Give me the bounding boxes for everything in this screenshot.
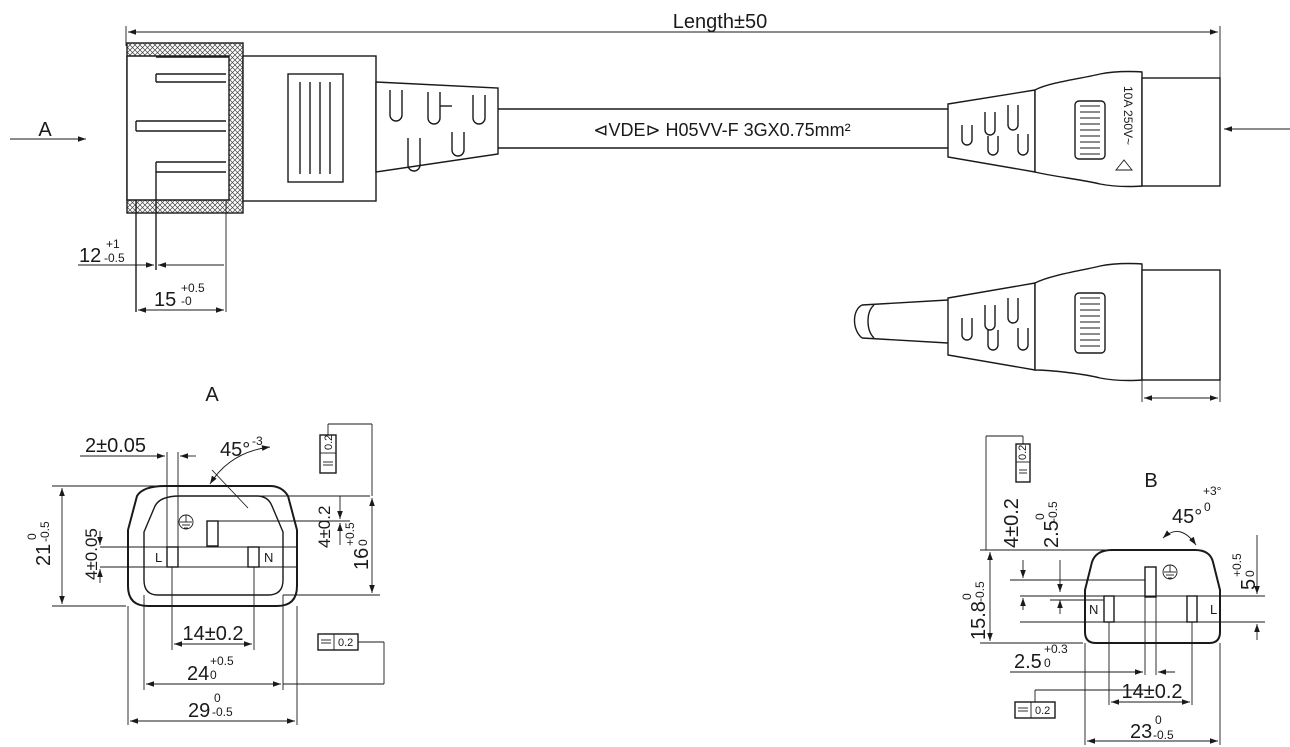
dim-15-base: 15 — [154, 289, 176, 311]
view-b: B N L 45° +3° 0 0.2 — [960, 435, 1265, 745]
view-b-earth4: 4±0.2 — [1001, 498, 1023, 548]
view-b-d5-sub: 0 — [1243, 570, 1257, 577]
view-b-tol1: 0.2 — [1017, 445, 1029, 460]
view-a-h16-base: 16 — [351, 548, 373, 570]
view-a-tol2: 0.2 — [338, 637, 353, 649]
view-a-h16-sup: +0.5 — [343, 522, 357, 546]
view-b-h25-base: 2.5 — [1014, 651, 1042, 673]
view-a-angle-base: 45° — [220, 439, 250, 461]
view-b-h158-sub: -0.5 — [973, 581, 987, 602]
view-a-w29-sub: -0.5 — [212, 705, 233, 719]
view-a-label-n: N — [264, 550, 273, 565]
view-b-label-l: L — [1210, 602, 1217, 617]
view-b-w23-sub: -0.5 — [1153, 728, 1174, 742]
plug-pins — [135, 73, 227, 312]
dim-15: 15 +0.5 -0 — [138, 281, 224, 313]
cable-marking: ⊲VDE⊳ H05VV-F 3GX0.75mm² — [593, 120, 850, 140]
view-b-w23-base: 23 — [1130, 721, 1152, 743]
rating-text: 10A 250V~ — [1121, 86, 1135, 145]
view-b-pitch14: 14±0.2 — [1121, 681, 1182, 703]
view-a-label-l: L — [155, 550, 162, 565]
view-a-h21-sub: -0.5 — [38, 521, 52, 542]
dim-15-sup: +0.5 — [181, 281, 205, 295]
view-b-label-n: N — [1089, 602, 1098, 617]
strain-relief-right — [947, 89, 1036, 173]
view-a: A L N 2±0.05 45° -3 — [25, 384, 385, 725]
dim-12: 12 +1 -0.5 — [78, 237, 224, 268]
view-b-angle-sup: +3° — [1203, 484, 1222, 498]
view-a-pin-width: 2±0.05 — [85, 435, 146, 457]
view-a-w24-base: 24 — [187, 663, 209, 685]
plug-left — [126, 42, 377, 312]
view-a-pin4: 4±0.05 — [82, 528, 101, 580]
view-b-h25-sub: 0 — [1044, 656, 1051, 670]
view-b-v25-sup: 0 — [1033, 513, 1047, 520]
view-a-outer-outline — [127, 485, 298, 607]
view-a-pitch14: 14±0.2 — [182, 623, 243, 645]
view-a-tol1: 0.2 — [323, 435, 335, 450]
view-a-w24-sup: +0.5 — [210, 654, 234, 668]
view-b-angle-base: 45° — [1172, 506, 1202, 528]
view-b-w23-sup: 0 — [1155, 713, 1162, 727]
view-a-w29-sup: 0 — [214, 691, 221, 705]
view-a-earth4: 4±0.2 — [315, 506, 334, 548]
view-a-angle-sup: -3 — [252, 434, 263, 448]
view-a-inner-outline — [143, 495, 284, 596]
dim-15-sub: -0 — [181, 294, 192, 308]
view-b-angle-sub: 0 — [1204, 500, 1211, 514]
strain-relief-left — [375, 81, 499, 173]
view-a-h16-sub: 0 — [356, 539, 370, 546]
view-a-w24-sub: 0 — [210, 668, 217, 682]
view-b-h158-sup: 0 — [960, 593, 974, 600]
view-b-earth-icon — [1162, 564, 1178, 580]
view-a-arrow-label: A — [38, 119, 52, 141]
view-b-h25-sup: +0.3 — [1044, 642, 1068, 656]
cable: ⊲VDE⊳ H05VV-F 3GX0.75mm² — [498, 108, 948, 149]
view-a-arrow: A — [10, 119, 86, 142]
view-b-outline — [1084, 549, 1221, 644]
view-b-d5-base: 5 — [1238, 579, 1260, 590]
dim-12-sup: +1 — [106, 237, 120, 251]
connector-right: 10A 250V~ — [1034, 70, 1221, 188]
view-b-tol2: 0.2 — [1035, 705, 1050, 717]
view-b-d5-sup: +0.5 — [1230, 553, 1244, 577]
view-b-title: B — [1144, 470, 1157, 492]
connector-right-lower — [853, 262, 1221, 402]
view-a-earth-icon — [178, 514, 194, 530]
view-a-h21-base: 21 — [33, 544, 55, 566]
view-b-h158-base: 15.8 — [968, 601, 990, 640]
view-a-w29-base: 29 — [188, 700, 210, 722]
view-a-title: A — [205, 384, 219, 406]
dim-12-sub: -0.5 — [104, 251, 125, 265]
view-b-v25-sub: -0.5 — [1046, 501, 1060, 522]
overall-length-label: Length±50 — [673, 11, 767, 33]
dim-12-base: 12 — [79, 245, 101, 267]
view-a-h21-sup: 0 — [25, 533, 39, 540]
view-b-v25-base: 2.5 — [1041, 520, 1063, 548]
overall-length-dimension: Length±50 — [125, 11, 1221, 82]
